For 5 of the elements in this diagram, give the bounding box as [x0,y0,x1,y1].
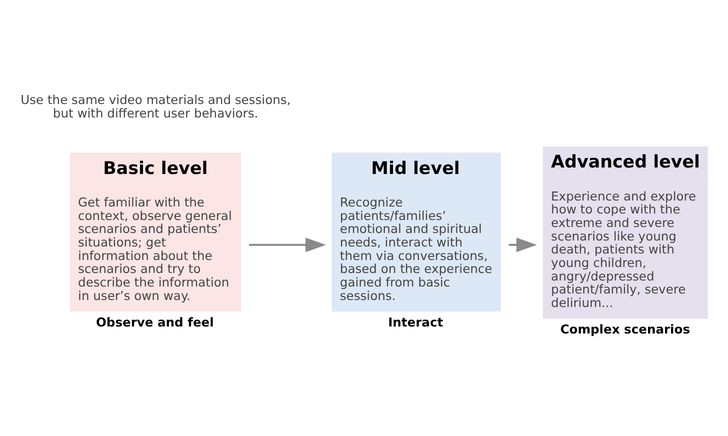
node-label: Complex scenarios [560,322,690,336]
node-label: Observe and feel [96,314,214,329]
node-label: Interact [388,314,444,329]
arrow [249,237,326,252]
label: Use the same video materials and sessions, but with different user behaviors. [20,92,291,120]
